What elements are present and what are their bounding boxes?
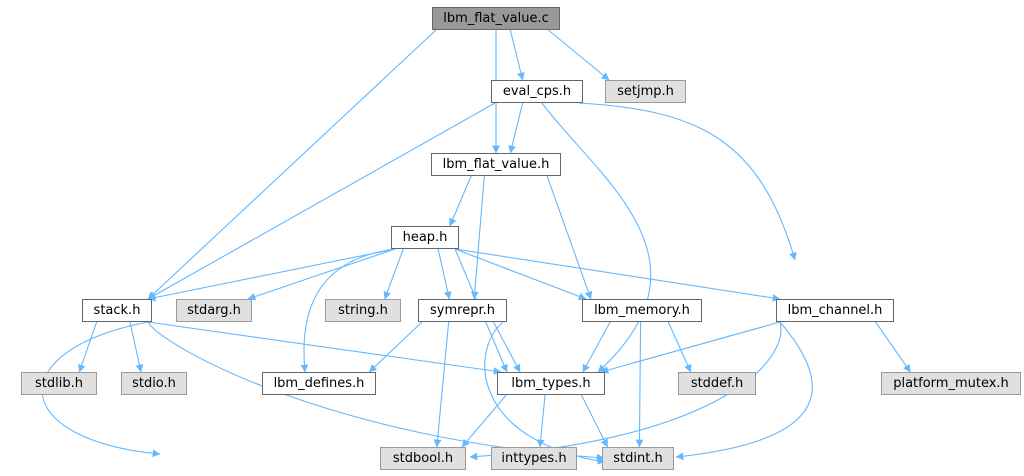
edge-lbm-types-h-to-inttypes-h [536, 394, 546, 448]
edge-lbm-types-h-to-stdbool-h [461, 394, 507, 448]
edge-lbm-channel-h-to-stdint-h [675, 321, 813, 461]
node-string-h: string.h [325, 299, 401, 322]
node-stdlib-h: stdlib.h [21, 372, 97, 395]
node-lbm-channel-h[interactable]: lbm_channel.h [776, 299, 894, 322]
node-lbm-flat-value-c: lbm_flat_value.c [432, 7, 560, 30]
edge-heap-h-to-stack-h [147, 248, 396, 302]
edge-eval-cps-h-to-stack-h [147, 102, 496, 300]
edge-symrepr-h-to-stdbool-h [433, 321, 450, 448]
edge-stack-h-to-lbm-types-h [147, 321, 502, 375]
edge-eval-cps-h-to-lbm-channel-h [578, 102, 797, 261]
node-lbm-types-h[interactable]: lbm_types.h [497, 372, 605, 395]
edge-heap-h-to-symrepr-h [437, 248, 452, 300]
edge-symrepr-h-to-lbm-defines-h [368, 321, 423, 373]
edge-heap-h-to-string-h [383, 248, 404, 300]
node-stdbool-h: stdbool.h [380, 447, 466, 470]
node-setjmp-h: setjmp.h [605, 80, 686, 103]
node-stack-h[interactable]: stack.h [82, 299, 152, 322]
edge-lbm-flat-value-h-to-heap-h [449, 175, 472, 227]
node-stddef-h: stddef.h [678, 372, 756, 395]
edge-lbm-flat-value-c-to-eval-cps-h [509, 29, 525, 81]
node-lbm-flat-value-h[interactable]: lbm_flat_value.h [431, 153, 561, 176]
edge-lbm-channel-h-to-platform-mutex-h [875, 321, 911, 373]
edge-symrepr-h-to-lbm-types-h [492, 321, 521, 373]
node-eval-cps-h[interactable]: eval_cps.h [491, 80, 583, 103]
edge-lbm-channel-h-to-lbm-types-h [600, 321, 781, 374]
edge-heap-h-to-lbm-channel-h [454, 248, 781, 302]
edge-lbm-memory-h-to-stddef-h [667, 321, 692, 373]
node-lbm-memory-h[interactable]: lbm_memory.h [582, 299, 702, 322]
node-lbm-defines-h[interactable]: lbm_defines.h [262, 372, 376, 395]
node-stdint-h: stdint.h [602, 447, 674, 470]
edge-lbm-memory-h-to-stdint-h [635, 321, 644, 448]
edge-heap-h-to-lbm-memory-h [454, 248, 587, 300]
node-stdarg-h: stdarg.h [176, 299, 252, 322]
edge-stack-h-to-stdlib-h [78, 321, 98, 373]
node-stdio-h: stdio.h [121, 372, 187, 395]
edge-lbm-flat-value-c-to-setjmp-h [547, 29, 610, 81]
edge-lbm-memory-h-to-lbm-types-h [582, 321, 611, 373]
dependency-edges [41, 29, 911, 465]
edge-lbm-flat-value-h-to-symrepr-h [470, 175, 485, 300]
edge-lbm-flat-value-h-to-lbm-memory-h [546, 175, 593, 300]
edge-stack-h-to-stdio-h [129, 321, 144, 373]
node-platform-mutex-h: platform_mutex.h [881, 372, 1021, 395]
edge-heap-h-to-stdarg-h [247, 248, 396, 301]
edge-eval-cps-h-to-lbm-flat-value-h [508, 102, 524, 154]
edge-lbm-types-h-to-stdint-h [580, 394, 609, 448]
node-symrepr-h[interactable]: symrepr.h [418, 299, 507, 322]
edge-eval-cps-h-to-lbm-types-h [541, 102, 652, 373]
edge-lbm-flat-value-c-to-stack-h [147, 29, 437, 300]
node-heap-h[interactable]: heap.h [391, 226, 459, 249]
node-inttypes-h: inttypes.h [491, 447, 577, 470]
edge-heap-h-to-lbm-defines-h [300, 248, 396, 373]
